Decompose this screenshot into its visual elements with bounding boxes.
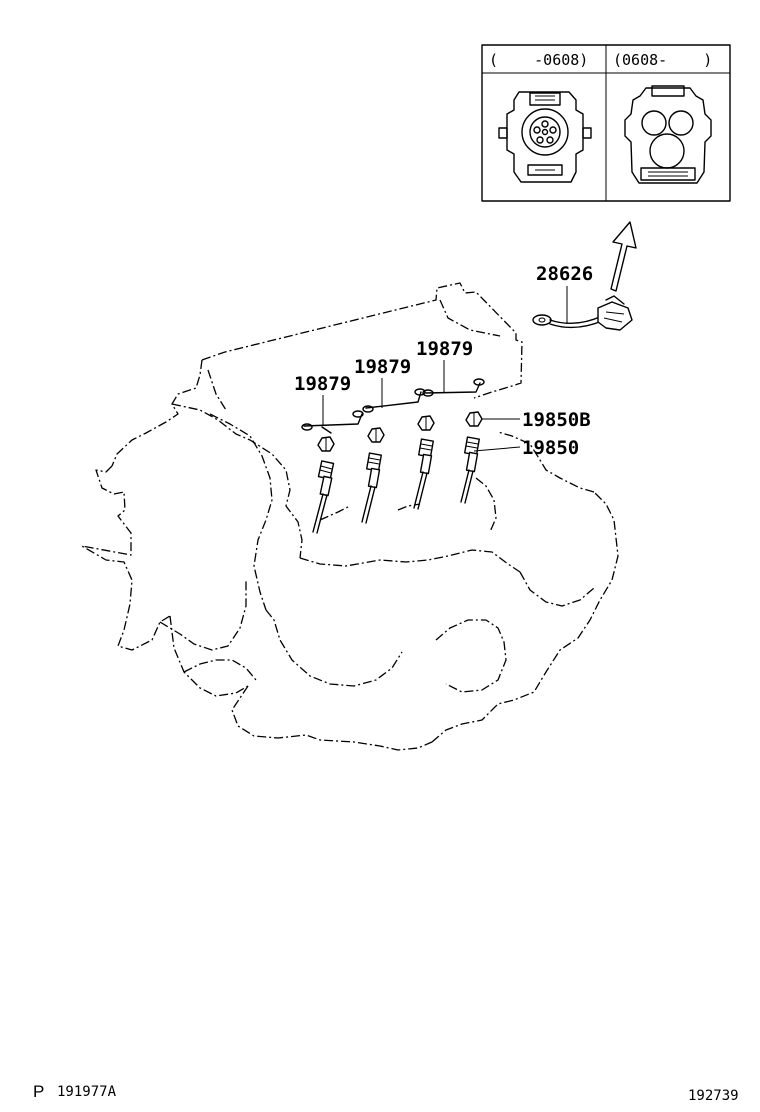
inset-left-range: ( -0608) xyxy=(489,51,588,69)
label-nut: 19850B xyxy=(522,409,591,431)
connector-new-icon xyxy=(624,85,712,184)
label-wire-1: 19879 xyxy=(294,373,351,395)
arrow-up-icon xyxy=(610,221,637,292)
sensor-28626 xyxy=(532,295,633,331)
connector-inset: ( -0608) (0608- ) xyxy=(481,44,731,202)
glow-plug-wires xyxy=(301,378,485,434)
connector-old-icon xyxy=(498,91,592,183)
engine-outline xyxy=(81,282,619,751)
nut-icon xyxy=(367,427,385,443)
footer-number: 192739 xyxy=(688,1088,739,1104)
glow-plug-icon xyxy=(361,452,382,524)
nut-icon xyxy=(465,411,483,427)
leader-lines xyxy=(322,286,568,452)
glow-plugs xyxy=(312,436,480,534)
label-sensor: 28626 xyxy=(536,263,593,285)
inset-right-range: (0608- ) xyxy=(613,51,712,69)
glow-plug-icon xyxy=(460,436,480,504)
glow-plug-icon xyxy=(413,438,434,510)
label-glow-plug: 19850 xyxy=(522,437,579,459)
glow-plug-icon xyxy=(312,460,335,534)
nut-icon xyxy=(317,436,335,452)
footer-prefix: P xyxy=(33,1082,44,1101)
glow-plug-nuts xyxy=(317,411,483,452)
label-wire-2: 19879 xyxy=(354,356,411,378)
nut-icon xyxy=(417,415,435,431)
footer-code: 191977A xyxy=(57,1084,117,1100)
label-wire-3: 19879 xyxy=(416,338,473,360)
